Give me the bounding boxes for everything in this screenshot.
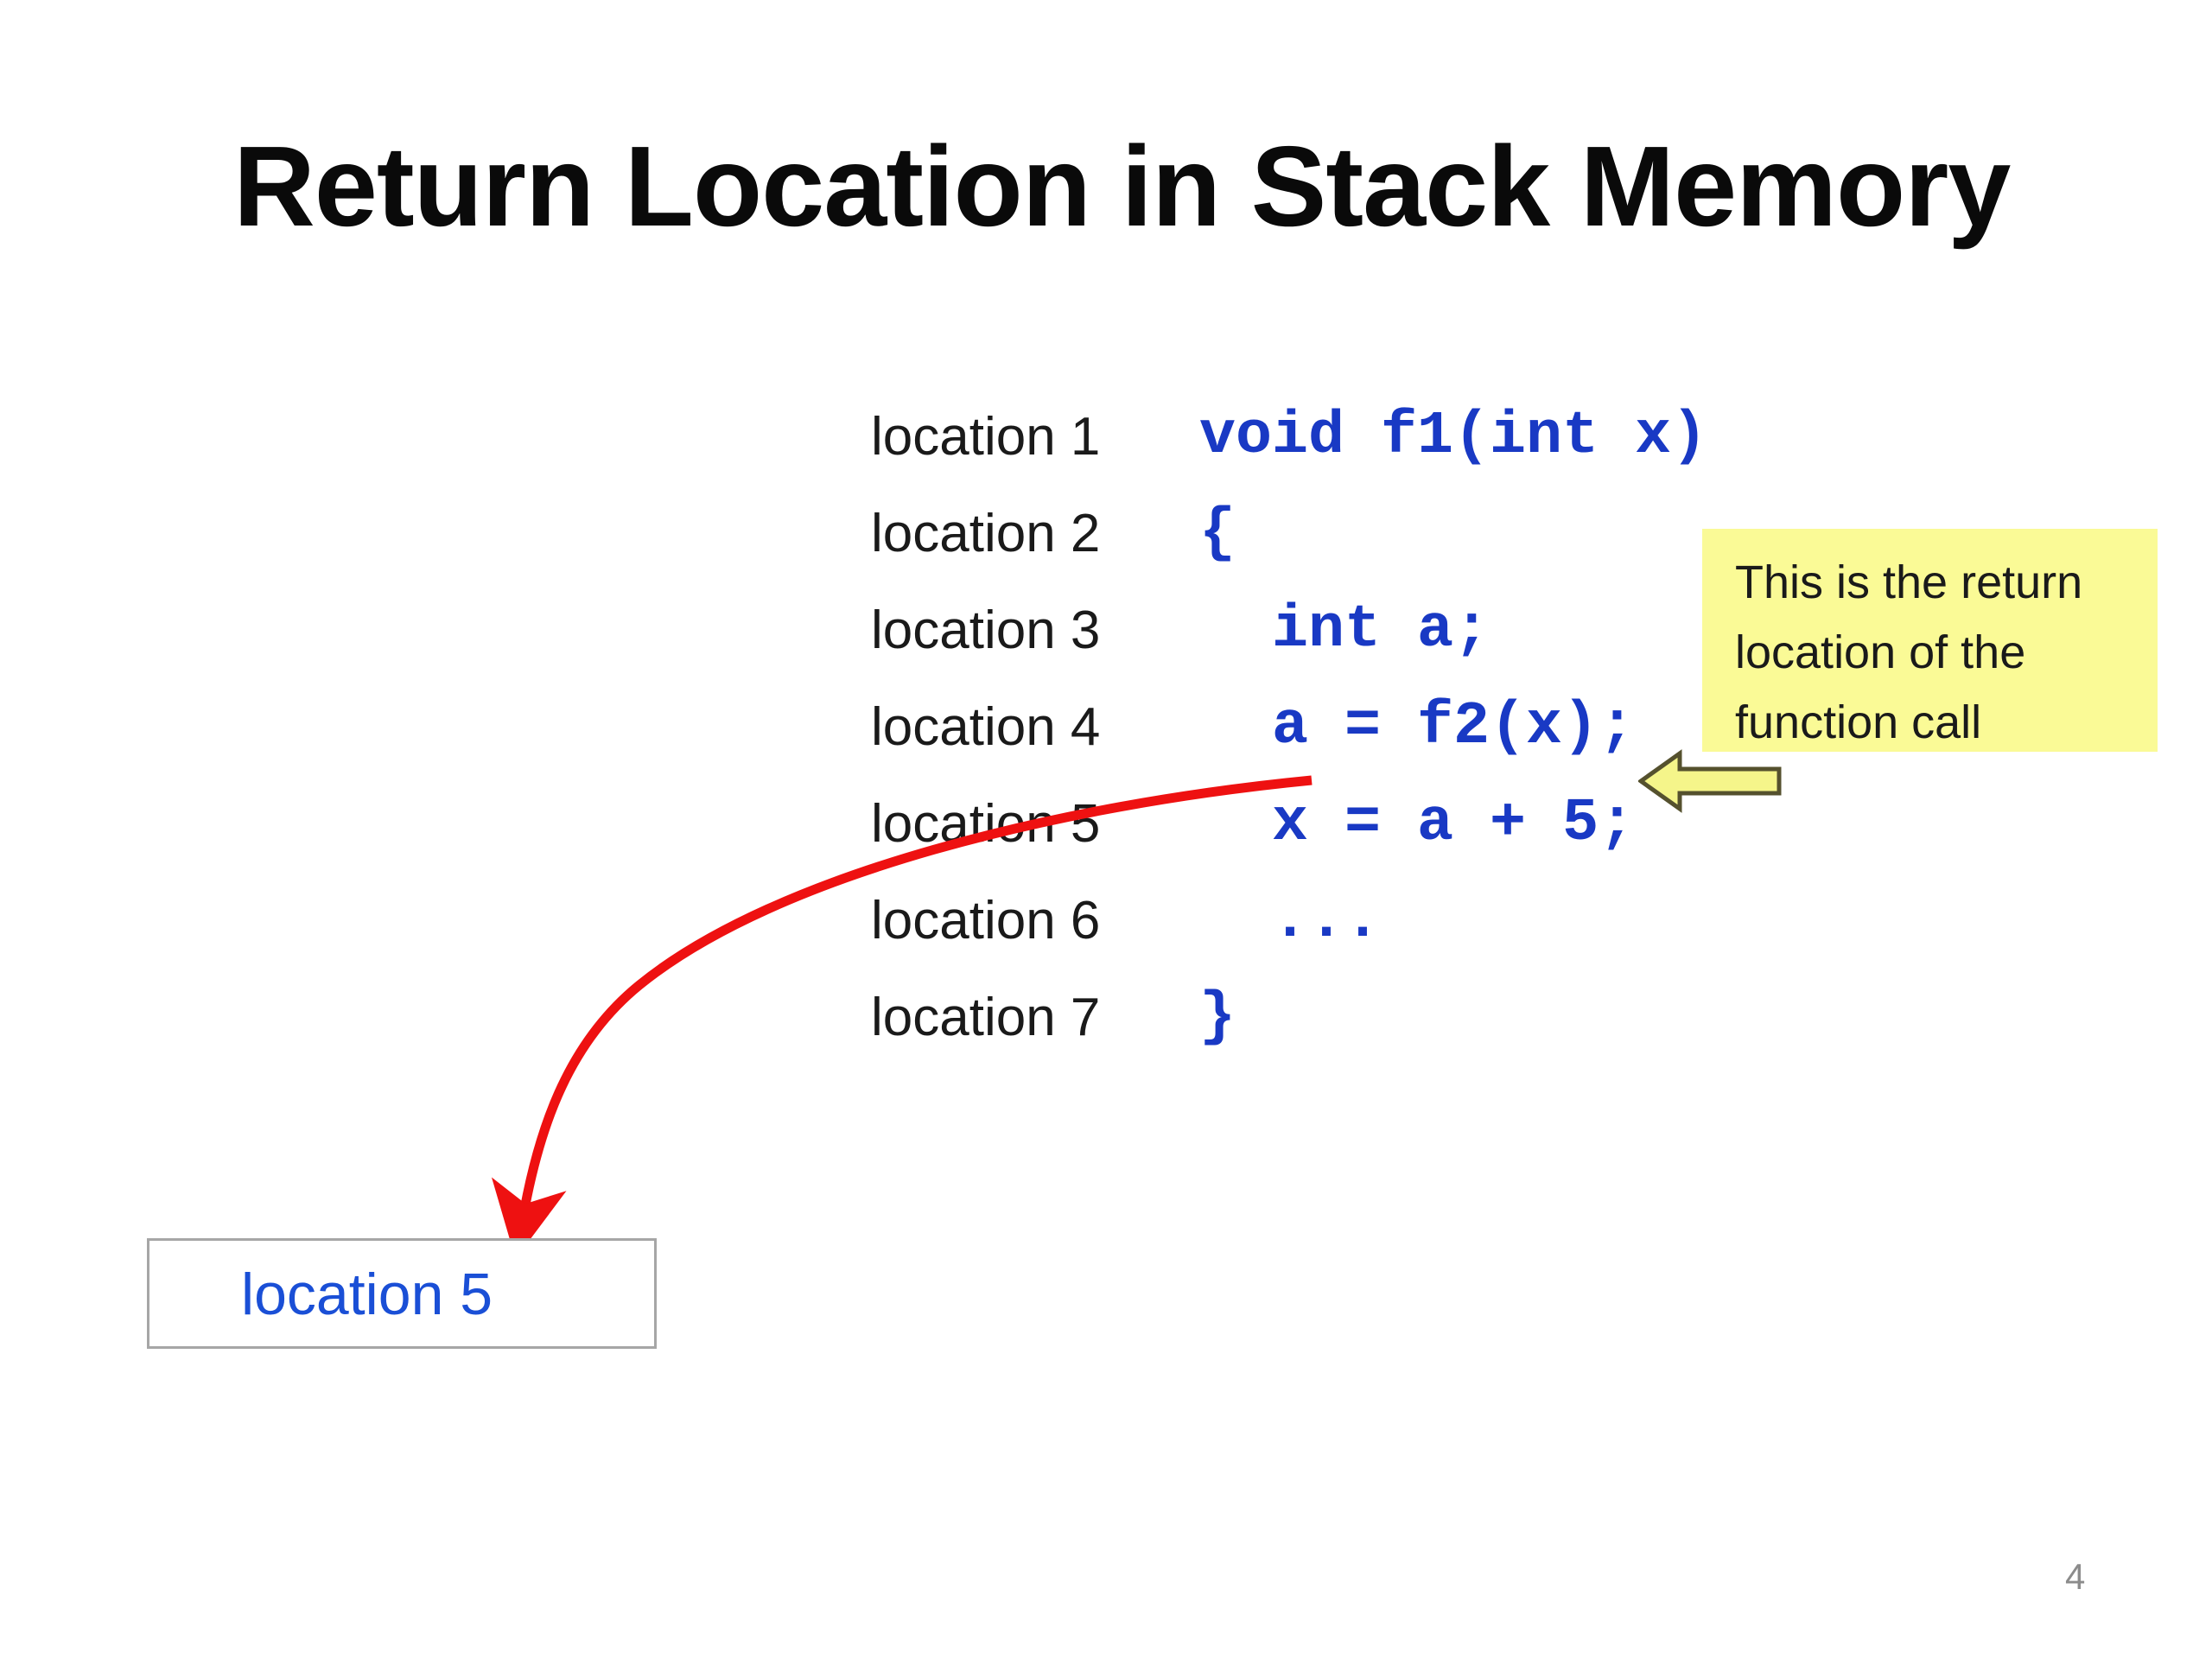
location-label: location 4	[871, 697, 1101, 757]
location-result-box: location 5	[147, 1238, 657, 1349]
code-row: location 5 x = a + 5;	[871, 793, 1735, 890]
code-row: location 7 }	[871, 987, 1735, 1084]
page-number: 4	[2065, 1556, 2086, 1597]
callout-note: This is the return location of the funct…	[1702, 529, 2158, 752]
code-listing: location 1 void f1(int x) location 2 { l…	[871, 406, 1735, 1084]
code-row: location 3 int a;	[871, 600, 1735, 696]
page-title: Return Location in Stack Memory	[233, 123, 2011, 250]
location-label: location 7	[871, 988, 1101, 1047]
callout-note-text: This is the return location of the funct…	[1735, 556, 2083, 748]
code-line: a = f2(x);	[1199, 693, 1636, 761]
code-row: location 2 {	[871, 503, 1735, 600]
location-result-label: location 5	[241, 1262, 493, 1327]
location-label: location 3	[871, 601, 1101, 660]
code-line: x = a + 5;	[1199, 790, 1636, 858]
location-label: location 1	[871, 407, 1101, 467]
callout-left-arrow-icon	[1638, 749, 1782, 813]
code-row: location 1 void f1(int x)	[871, 406, 1735, 503]
location-label: location 6	[871, 891, 1101, 950]
code-line: {	[1199, 499, 1236, 568]
code-line: void f1(int x)	[1199, 403, 1708, 471]
location-label: location 2	[871, 504, 1101, 563]
location-label: location 5	[871, 794, 1101, 854]
code-line: }	[1199, 983, 1236, 1052]
code-row: location 6 ...	[871, 890, 1735, 987]
code-row: location 4 a = f2(x);	[871, 696, 1735, 793]
code-line: int a;	[1199, 596, 1491, 664]
code-line: ...	[1199, 887, 1382, 955]
